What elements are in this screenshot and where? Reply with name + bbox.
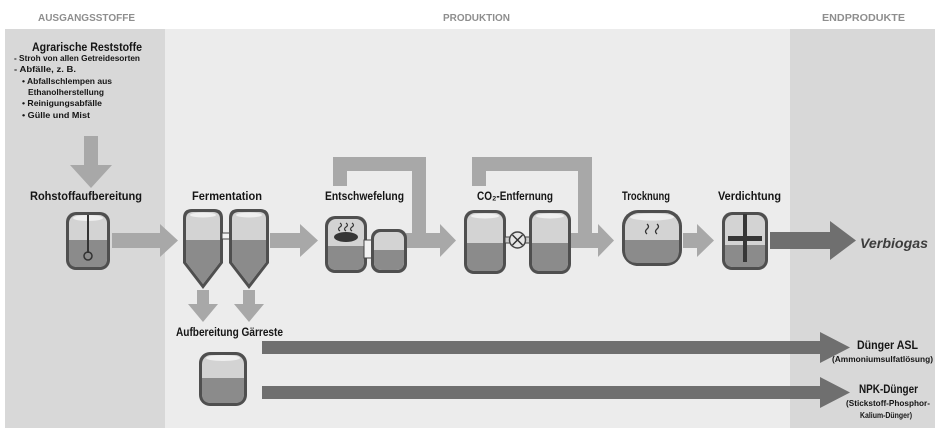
raw-material-tank bbox=[66, 212, 110, 270]
drying-tank bbox=[622, 210, 682, 266]
step-label-fermentation: Fermentation bbox=[192, 189, 262, 203]
fermenter-lid bbox=[190, 212, 216, 218]
flow-arrow-to-desulfurization bbox=[270, 224, 318, 257]
co2-valve-cross bbox=[511, 234, 524, 246]
tank-liquid bbox=[374, 250, 404, 270]
step-label-drying: Trocknung bbox=[622, 189, 670, 203]
feedstock-item: Ethanolherstellung bbox=[28, 87, 104, 97]
panel-products bbox=[790, 29, 935, 428]
desulfurization-tank-main bbox=[325, 216, 367, 273]
flow-arrow-to-compression bbox=[683, 224, 714, 257]
step-label-compression: Verdichtung bbox=[718, 189, 781, 203]
compression-tank bbox=[722, 212, 768, 270]
tank-liquid bbox=[625, 240, 679, 263]
output-arrow-asl bbox=[262, 332, 850, 363]
gas-squiggle bbox=[337, 222, 343, 232]
output-arrow-npk bbox=[262, 377, 850, 408]
section-header-production: PRODUKTION bbox=[443, 12, 510, 24]
tank-lid bbox=[536, 213, 564, 219]
step-label-desulfurization: Entschwefelung bbox=[325, 189, 404, 203]
digestate-tank bbox=[199, 352, 247, 406]
tank-lid bbox=[206, 355, 240, 361]
tank-liquid bbox=[467, 243, 503, 271]
co2-removal-tank-right bbox=[529, 210, 571, 274]
feedstock-item: - Stroh von allen Getreidesorten bbox=[14, 53, 140, 63]
flow-arrow-to-fermentation bbox=[112, 224, 178, 257]
step-label-co2-removal: CO₂-Entfernung bbox=[477, 189, 553, 203]
gas-squiggle bbox=[349, 222, 355, 232]
bypass-arrow-co2-removal bbox=[472, 157, 614, 257]
feedstock-item: • Gülle und Mist bbox=[22, 110, 90, 120]
fermenter-liquid bbox=[232, 240, 266, 284]
product-npk-detail-line1: (Stickstoff-Phosphor- bbox=[846, 398, 930, 408]
agitator-head bbox=[83, 251, 93, 261]
tank-liquid bbox=[69, 240, 107, 267]
feedstock-item: - Abfälle, z. B. bbox=[14, 64, 76, 74]
product-asl-detail: (Ammoniumsulfatlösung) bbox=[832, 354, 933, 364]
steam-squiggle bbox=[654, 223, 660, 235]
desulfurization-tank-secondary bbox=[371, 229, 407, 273]
gas-squiggle bbox=[343, 222, 349, 232]
piston-plate bbox=[728, 236, 762, 241]
tank-lid bbox=[471, 213, 499, 219]
flow-arrow-down-digestate-left bbox=[188, 290, 218, 322]
section-header-feedstock: AUSGANGSSTOFFE bbox=[38, 12, 135, 24]
tank-lid bbox=[630, 213, 674, 221]
feedstock-item: • Abfallschlempen aus bbox=[22, 76, 112, 86]
feedstock-item: • Reinigungsabfälle bbox=[22, 98, 102, 108]
product-npk-name: NPK-Dünger bbox=[859, 384, 918, 396]
sulfur-filter-layer bbox=[334, 232, 358, 242]
tank-liquid bbox=[202, 378, 244, 403]
fermenter-lid bbox=[236, 212, 262, 218]
product-biogas-logo: Verbiogas bbox=[860, 235, 928, 251]
flow-arrow-down-digestate-right bbox=[234, 290, 264, 322]
fermenter-connector-pipe bbox=[221, 232, 231, 240]
bypass-arrow-desulfurization bbox=[333, 157, 456, 257]
product-asl-name: Dünger ASL bbox=[857, 340, 918, 352]
fermenter-right bbox=[229, 209, 269, 289]
product-npk-detail-line2: Kalium-Dünger) bbox=[860, 410, 912, 420]
steam-squiggle bbox=[644, 223, 650, 235]
step-label-digestate: Aufbereitung Gärreste bbox=[176, 325, 283, 339]
step-label-raw-material: Rohstoffaufbereitung bbox=[30, 189, 142, 203]
feedstock-down-arrow bbox=[70, 136, 112, 188]
output-arrow-biogas bbox=[770, 221, 856, 260]
co2-removal-tank-left bbox=[464, 210, 506, 274]
section-header-products: ENDPRODUKTE bbox=[822, 12, 905, 24]
fermenter-liquid bbox=[186, 240, 220, 284]
fermenter-left bbox=[183, 209, 223, 289]
feedstock-title: Agrarische Reststoffe bbox=[32, 40, 142, 54]
tank-liquid bbox=[328, 246, 364, 270]
tank-liquid bbox=[532, 243, 568, 271]
